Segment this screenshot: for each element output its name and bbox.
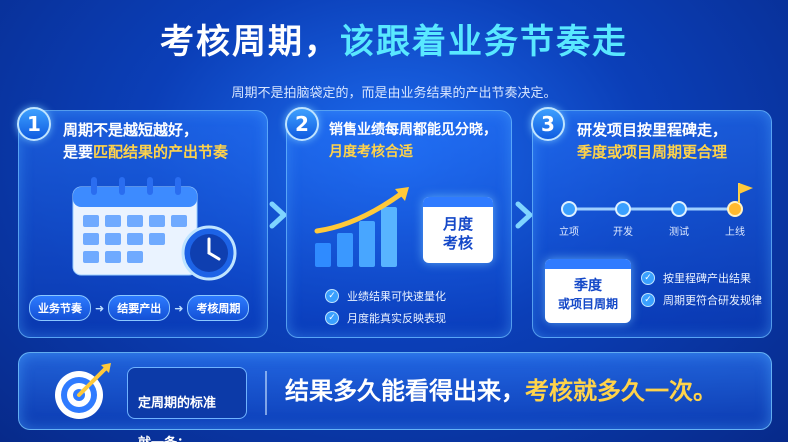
arrow-right-icon: ➜ [174,301,184,315]
card-1: 1 周期不是越短越好， 是要匹配结果的产出节奏 业务节奏 ➜ 结要产出 ➜ 考核… [17,107,268,338]
check-icon: ✓ [325,289,339,303]
card-2: 2 销售业绩每周都能见分晓， 月度考核合适 月度 考核 ✓ 业绩结果可快速量化 ✓… [285,107,512,338]
standard-label-line1: 定周期的标准 [138,396,217,411]
conclusion-text: 结果多久能看得出来，考核就多久一次。 [285,371,717,406]
card-number-2: 2 [285,107,319,141]
timeline-label-4: 上线 [725,227,745,238]
arrow-right-icon [269,201,287,229]
card-1-title-line1: 周期不是越短越好， [63,121,199,139]
list-item: ✓ 业绩结果可快速量化 [325,285,446,307]
card-number-3: 3 [531,107,565,141]
arrow-right-icon: ➜ [95,301,105,315]
conclusion-bar: 定周期的标准 就一条： 结果多久能看得出来，考核就多久一次。 [18,352,772,442]
flow-step-2: 结要产出 [108,295,171,321]
card-1-title-prefix: 是要 [63,143,94,161]
check-icon: ✓ [641,271,655,285]
flow-step-1: 业务节奏 [29,295,91,321]
divider [265,371,267,415]
calendar-text-line1: 月度 [442,215,473,233]
list-item: ✓ 按里程碑产出结果 [641,267,762,289]
clock-icon [181,225,237,281]
card-3-title-line2: 季度或项目周期更合理 [577,143,728,161]
title-part-white: 考核周期， [160,22,340,62]
standard-label: 定周期的标准 就一条： [127,367,247,442]
page-title: 考核周期，该跟着业务节奏走 [0,14,788,63]
list-item: ✓ 月度能真实反映表现 [325,307,446,329]
card-1-title-highlight: 匹配结果的产出节奏 [93,143,229,161]
target-icon [55,363,111,419]
page-subtitle: 周期不是拍脑袋定的，而是由业务结果的产出节奏决定。 [231,86,557,101]
timeline-label-1: 立项 [559,227,579,238]
calendar-text-line1: 季度 [574,278,602,294]
card-1-title-line2: 是要匹配结果的产出节奏 [63,141,228,163]
quarterly-review-calendar: 季度 或项目周期 [545,259,631,323]
conclusion-part-white: 结果多久能看得出来， [285,377,525,405]
card-3: 3 研发项目按里程碑走， 季度或项目周期更合理 立项 开发 测试 上线 季度 或… [531,107,772,338]
check-text: 按里程碑产出结果 [663,272,751,285]
card-2-title-line1: 销售业绩每周都能见分晓， [329,122,497,138]
card-3-checklist: ✓ 按里程碑产出结果 ✓ 周期更符合研发规律 [641,267,762,311]
card-2-title-line2: 月度考核合适 [329,144,413,160]
card-1-title: 周期不是越短越好， 是要匹配结果的产出节奏 [63,119,228,163]
check-text: 月度能真实反映表现 [347,312,446,325]
timeline-label-2: 开发 [613,227,633,238]
check-icon: ✓ [325,311,339,325]
growth-chart-icon [314,187,409,267]
check-text: 业绩结果可快速量化 [347,290,446,303]
timeline-label-3: 测试 [669,227,689,238]
card-2-title: 销售业绩每周都能见分晓， 月度考核合适 [329,119,497,163]
milestone-flag-icon [738,183,753,203]
list-item: ✓ 周期更符合研发规律 [641,289,762,311]
monthly-review-calendar: 月度 考核 [423,197,493,263]
rhythm-flow: 业务节奏 ➜ 结要产出 ➜ 考核周期 [29,295,250,321]
check-text: 周期更符合研发规律 [663,294,762,307]
flow-step-3: 考核周期 [187,295,250,321]
arrow-right-icon [515,201,533,229]
calendar-icon [423,197,493,207]
calendar-text-line2: 或项目周期 [557,297,618,311]
title-part-cyan: 该跟着业务节奏走 [340,22,628,62]
check-icon: ✓ [641,293,655,307]
calendar-icon [72,177,237,281]
card-3-title: 研发项目按里程碑走， 季度或项目周期更合理 [577,119,727,163]
card-3-title-line1: 研发项目按里程碑走， [577,121,728,139]
card-number-1: 1 [17,107,51,141]
calendar-icon [545,259,631,269]
milestone-timeline [561,183,753,217]
conclusion-part-yellow: 考核就多久一次。 [525,377,717,405]
standard-label-line2: 就一条： [138,434,236,442]
card-2-checklist: ✓ 业绩结果可快速量化 ✓ 月度能真实反映表现 [325,285,446,329]
calendar-text-line2: 考核 [442,234,473,252]
